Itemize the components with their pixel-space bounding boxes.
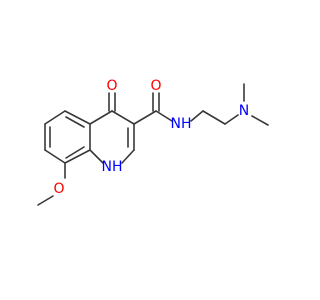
bond: [202, 110, 226, 125]
bond: [64, 149, 91, 164]
molecule-canvas: O O NH NH N O: [37, 78, 269, 206]
amide-nitrogen-label: NH: [171, 116, 192, 132]
bond: [133, 110, 157, 125]
bond: [65, 146, 85, 159]
bond: [64, 110, 91, 125]
molecule-structure: O O NH NH N O: [37, 78, 269, 206]
bond: [89, 149, 104, 164]
bond: [44, 149, 66, 164]
bond: [111, 110, 135, 125]
bond: [251, 115, 269, 126]
bond: [224, 114, 239, 125]
bond: [89, 110, 113, 125]
bond: [121, 149, 135, 164]
methoxy-oxygen-label: O: [53, 181, 64, 197]
dimethylamine-nitrogen-label: N: [239, 103, 249, 119]
bond: [190, 110, 204, 122]
bond: [155, 110, 173, 122]
bond: [44, 110, 66, 125]
carbonyl-oxygen-label: O: [106, 78, 117, 94]
bond: [37, 195, 54, 206]
bond: [65, 116, 85, 128]
hydroxyl-oxygen-label: O: [150, 78, 161, 94]
ring-nitrogen-label: NH: [102, 159, 123, 175]
